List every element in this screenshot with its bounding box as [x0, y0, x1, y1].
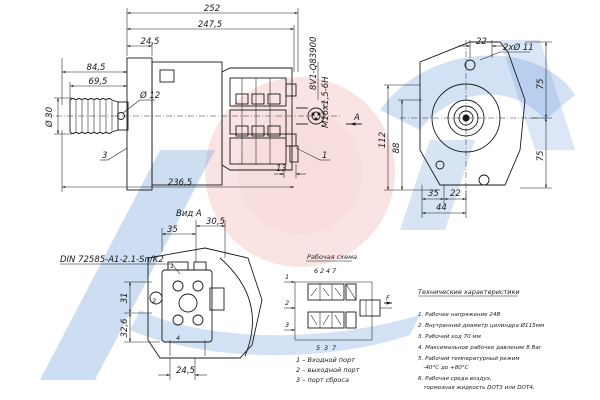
schematic-legend-2: 2 – выходной порт [296, 366, 360, 374]
view-a-port-4: 4 [176, 334, 180, 342]
spec-line-2: 2. Внутренний диаметр цилиндра Ø115мм [418, 322, 545, 329]
dim-view-a-32-6: 32,6 [120, 318, 130, 338]
dim-rod-length: 84,5 [87, 63, 106, 73]
cylinder-body [126, 57, 325, 191]
dim-bottom-22: 22 [450, 189, 461, 199]
schematic-legend-1: 1 – Входной порт [296, 356, 355, 364]
dim-view-a-30-5: 30,5 [206, 217, 225, 227]
schematic-label-1: 1 [285, 273, 289, 281]
working-schematic: Рабочая схема 6 2 4 7 F 1 2 3 5 3 [284, 253, 392, 384]
watermark-logo [40, 40, 575, 380]
dim-overall-length: 252 [204, 4, 220, 14]
dim-view-a-31: 31 [120, 293, 130, 304]
side-view: 252 247,5 24,5 84,5 69,5 Ø 30 [44, 4, 362, 192]
spec-line-3: 3. Рабочий ход 70 мм [418, 334, 482, 340]
schematic-label-3: 3 [285, 321, 289, 329]
view-a-title: Вид А [176, 209, 202, 219]
dim-top-width: 22 [476, 37, 487, 47]
callout-port-3: 3 [102, 151, 107, 161]
dim-height-mid: 88 [392, 142, 402, 153]
dim-height-lower: 75 [536, 151, 546, 162]
dim-base-length: 236,5 [168, 178, 192, 188]
dim-view-a-24-5: 24,5 [176, 366, 195, 376]
schematic-num-bottom-1: 5 [316, 344, 320, 352]
spec-line-6: -40°C до +80°C [418, 365, 469, 371]
dim-length-to-face: 247,5 [198, 20, 222, 30]
din-standard-label: DIN 72585-A1-2.1-Sn/K2 [60, 255, 164, 265]
spec-line-1: 1. Рабочее напряжение 24В [418, 312, 501, 318]
dim-valve-offset: 13 [276, 164, 287, 174]
end-view: 22 2xØ 11 75 75 112 88 35 22 44 [378, 37, 552, 218]
schematic-num-bottom-3: 7 [332, 344, 337, 352]
schematic-num-top-1: 6 [314, 267, 318, 275]
dim-bottom-44: 44 [436, 203, 447, 213]
tech-specs: Технические характеристики 1. Рабочее на… [418, 288, 545, 391]
schematic-title: Рабочая схема [307, 253, 357, 261]
schematic-label-f: F [386, 294, 390, 302]
dim-bottom-35: 35 [428, 189, 439, 199]
dim-rod-diameter: Ø 12 [139, 90, 160, 101]
dim-bolt-holes: 2xØ 11 [503, 42, 534, 53]
view-a-port-1: 1 [170, 262, 174, 270]
spec-line-4: 4. Максимальное рабочее давление 8 Bar [418, 345, 542, 351]
dim-boot-diameter: Ø 30 [44, 107, 55, 128]
view-a: Вид А 35 30,5 DIN 72585-A1-2.1-Sn/K2 1 2… [60, 209, 263, 380]
specs-title: Технические характеристики [418, 288, 520, 296]
dim-height-upper: 75 [536, 79, 546, 90]
callout-port-1: 1 [322, 151, 327, 161]
dim-height-total: 112 [378, 132, 388, 148]
fitting-code: 8V1-Q83900 [309, 37, 319, 90]
dim-view-a-35: 35 [167, 225, 178, 235]
schematic-num-top-2: 2 [320, 267, 324, 275]
spec-line-8: тормозная жидкость DOT3 или DOT4. [418, 385, 535, 391]
view-a-port-2: 2 [152, 297, 156, 305]
schematic-num-top-3: 4 [326, 267, 330, 275]
thread-spec: M16x1,5-6H [321, 76, 331, 128]
schematic-legend-3: 3 – порт сброса [296, 376, 349, 384]
dim-boot-length: 69,5 [89, 77, 108, 87]
spec-line-5: 5. Рабочий температурный режим [418, 356, 520, 362]
schematic-num-bottom-2: 3 [324, 344, 328, 352]
dim-flange-offset: 24,5 [141, 37, 160, 47]
callout-section-a: A [353, 113, 360, 123]
schematic-num-top-4: 7 [332, 267, 337, 275]
spec-line-7: 6. Рабочая среда воздух, [418, 376, 492, 382]
schematic-label-2: 2 [285, 299, 289, 307]
